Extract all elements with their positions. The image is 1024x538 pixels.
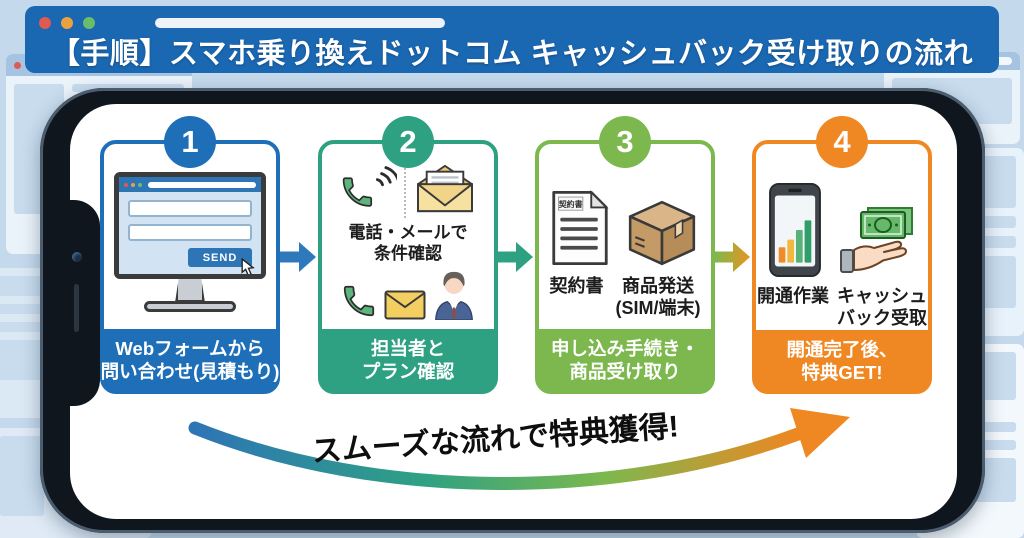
- window-dot-yellow-icon: [61, 17, 73, 29]
- caption-cashback: キャッシュ バック受取: [837, 286, 927, 330]
- caption-shipping: 商品発送 (SIM/端末): [616, 276, 701, 320]
- step-arrow-1-2: [280, 242, 316, 272]
- step-number-badge: 2: [382, 116, 434, 168]
- front-camera-icon: [72, 252, 82, 262]
- dotted-divider: [404, 160, 406, 218]
- browser-bar-icon: [119, 177, 261, 192]
- caption-line: 電話・メールで: [348, 223, 468, 242]
- step-label-line: 開通完了後、: [786, 338, 898, 360]
- step-label-line: 特典GET!: [801, 361, 883, 383]
- step-card-3: 3 契約書 契約書: [535, 116, 715, 394]
- phone-call-icon: [342, 166, 397, 207]
- caption-line: 条件確認: [374, 243, 442, 263]
- swoosh-banner: スムーズな流れで特典獲得!: [150, 400, 870, 532]
- title-banner: 【手順】スマホ乗り換えドットコム キャッシュバック受け取りの流れ: [25, 6, 999, 73]
- banner-window-dots: [39, 17, 95, 29]
- closed-envelope-icon: [384, 290, 426, 320]
- window-dot-red-icon: [39, 17, 51, 29]
- gradient-swoosh-arrow-icon: [188, 408, 850, 490]
- send-button-illustration: SEND: [188, 248, 252, 267]
- step2-caption: 電話・メールで 条件確認: [349, 223, 468, 264]
- cursor-arrow-icon: [241, 258, 255, 274]
- step-number-badge: 1: [164, 116, 216, 168]
- form-field-icon: [128, 200, 252, 217]
- desktop-monitor-icon: SEND: [114, 172, 266, 312]
- step-number-badge: 3: [599, 116, 651, 168]
- caption-line: 商品発送: [622, 276, 694, 296]
- support-agent-icon: [435, 272, 473, 321]
- step-label-line: Webフォームから: [115, 337, 265, 359]
- step-card-1: 1 SEND: [100, 116, 280, 394]
- step-arrow-2-3: [497, 242, 533, 272]
- step-arrow-3-4: [714, 242, 750, 272]
- step-label: 担当者と プラン確認: [321, 329, 495, 391]
- doc-tag-text: 契約書: [558, 199, 583, 209]
- caption-line: バック受取: [837, 307, 927, 328]
- form-field-icon: [128, 224, 252, 241]
- phone-call-icon: [343, 286, 375, 317]
- step-label-line: 担当者と: [370, 337, 445, 359]
- smartphone-signal-icon: [769, 182, 821, 278]
- cashback-money-hand-icon: [840, 207, 913, 273]
- signal-waves-icon: [375, 166, 397, 187]
- step-label: Webフォームから 問い合わせ(見積もり): [100, 329, 280, 391]
- step-label-line: 問い合わせ(見積もり): [100, 361, 280, 382]
- step-label: 開通完了後、 特典GET!: [755, 329, 929, 392]
- caption-line: (SIM/端末): [615, 297, 701, 318]
- step-label-line: 商品受け取り: [569, 361, 681, 382]
- step-card-4: 4 開通作業: [752, 116, 932, 394]
- caption-contract: 契約書: [549, 276, 604, 296]
- page-title: 【手順】スマホ乗り換えドットコム キャッシュバック受け取りの流れ: [50, 38, 974, 70]
- shipping-box-icon: [628, 200, 696, 266]
- step-card-2: 2 電話・メー: [318, 116, 498, 394]
- contract-document-icon: 契約書: [552, 190, 609, 266]
- caption-line: キャッシュ: [837, 286, 927, 306]
- caption-activation: 開通作業: [757, 286, 829, 306]
- step-label: 申し込み手続き・ 商品受け取り: [538, 329, 712, 391]
- window-dot-green-icon: [83, 17, 95, 29]
- phone-notch: [62, 200, 100, 406]
- step-number-badge: 4: [816, 116, 868, 168]
- monitor-stand-icon: [175, 279, 205, 303]
- banner-address-bar: [155, 18, 445, 28]
- step-label-line: 申し込み手続き・: [550, 337, 699, 359]
- step-label-line: プラン確認: [361, 361, 455, 382]
- open-envelope-icon: [417, 164, 473, 213]
- window-dot-red-icon: [14, 61, 21, 69]
- speaker-slit-icon: [74, 284, 79, 332]
